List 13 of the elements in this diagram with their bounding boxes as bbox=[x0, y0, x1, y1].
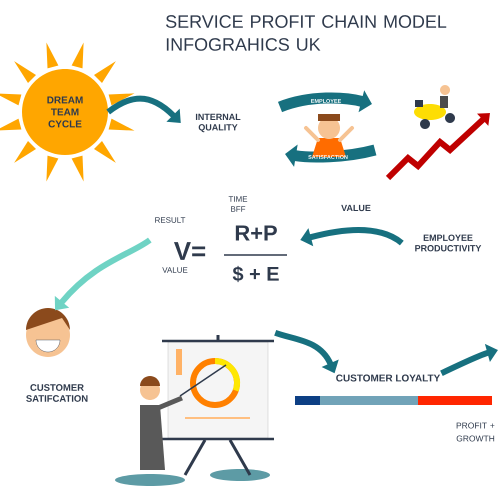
node-label: CUSTOMER SATIFCATION bbox=[26, 384, 88, 402]
node-label: EMPLOYEE PRODUCTIVITY bbox=[415, 234, 482, 252]
node-label: PROFIT + GROWTH bbox=[456, 422, 494, 442]
presenter-drawing bbox=[115, 334, 276, 486]
edge-label: VALUE bbox=[341, 204, 371, 212]
growth-chart-drawing bbox=[386, 85, 490, 180]
node-label: CUSTOMER LOYALTY bbox=[336, 374, 440, 382]
formula-text: V= bbox=[174, 242, 206, 260]
formula-text: R+P bbox=[236, 225, 277, 241]
node-label: INTERNAL QUALITY bbox=[196, 114, 240, 132]
title: SERVICE PROFIT CHAIN MODEL INFOGRAHICS UK bbox=[166, 15, 446, 51]
formula-text: $ + E bbox=[232, 266, 279, 282]
arrow bbox=[106, 96, 181, 123]
